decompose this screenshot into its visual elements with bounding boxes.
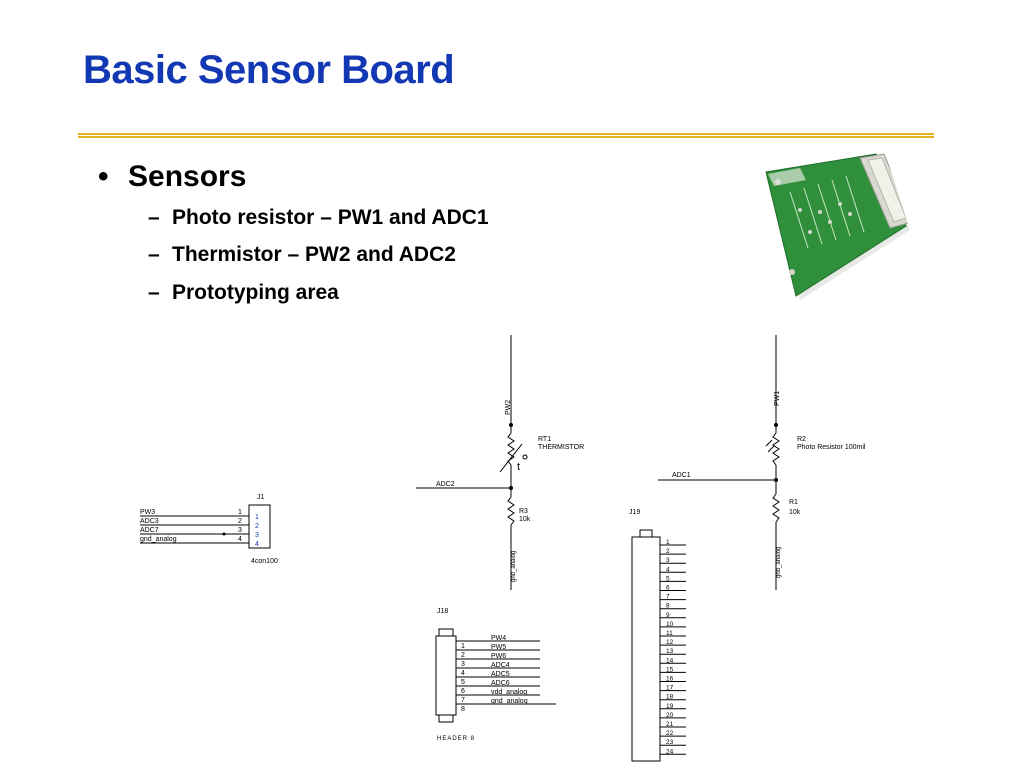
j1-net-3: ADC7 <box>140 527 159 534</box>
slide-title: Basic Sensor Board <box>83 48 455 92</box>
subbullet-text: Photo resistor – PW1 and ADC1 <box>172 206 489 229</box>
j19-pin-number: 23 <box>666 739 674 746</box>
j19-pin-number: 9 <box>666 612 670 619</box>
j19-pin-number: 22 <box>666 730 674 737</box>
bullet-marker: • <box>98 160 109 193</box>
j19-pin-number: 12 <box>666 639 674 646</box>
j19-pin-number: 16 <box>666 676 674 683</box>
j18-pin-number: 1 <box>461 643 465 650</box>
j19-ref: J19 <box>629 509 640 516</box>
j1-pin-3: 3 <box>238 527 242 534</box>
j18-value: HEADER 8 <box>437 736 475 742</box>
subbullet-thermistor: –Thermistor – PW2 and ADC2 <box>148 243 456 267</box>
j19-pin-number: 11 <box>666 630 673 637</box>
j19-pin-number: 4 <box>666 566 670 573</box>
j1-ref: J1 <box>257 494 265 501</box>
j18-net-label: ADC6 <box>491 680 510 687</box>
j1-net-1: PW3 <box>140 509 155 516</box>
thermistor-net-top: PW2 <box>505 400 512 415</box>
photo-value: Photo Resistor 100mil <box>797 444 866 451</box>
j18-net-label: PW4 <box>491 635 506 642</box>
subbullet-prototyping: –Prototyping area <box>148 281 339 305</box>
j19-pin-number: 7 <box>666 594 670 601</box>
j18-net-label: PW5 <box>491 644 506 651</box>
photo-ground-net: gnd_analog <box>776 547 782 578</box>
subbullet-dash: – <box>148 206 160 229</box>
j19-pin-number: 6 <box>666 585 670 592</box>
subbullet-text: Thermistor – PW2 and ADC2 <box>172 243 456 266</box>
thermistor-adc-net: ADC2 <box>436 481 455 488</box>
j1-inner-pin-3: 3 <box>255 532 259 539</box>
subbullet-dash: – <box>148 281 160 304</box>
j18-pin-number: 3 <box>461 661 465 668</box>
j19-pin-number: 3 <box>666 557 670 564</box>
j19-pin-number: 5 <box>666 575 670 582</box>
j19-pin-number: 21 <box>666 721 674 728</box>
j19-pin-number: 20 <box>666 712 674 719</box>
j1-pin-4: 4 <box>238 536 242 543</box>
j18-pin-number: 8 <box>461 706 465 713</box>
j19-pin-number: 8 <box>666 603 670 610</box>
photo-r-ref: R1 <box>789 499 798 506</box>
j18-net-label: PW6 <box>491 653 506 660</box>
j18-net-label: ADC5 <box>491 671 510 678</box>
title-divider <box>78 133 934 138</box>
j18-pin-number: 2 <box>461 652 465 659</box>
j18-pin-number: 5 <box>461 679 465 686</box>
j1-inner-pin-2: 2 <box>255 523 259 530</box>
j19-pin-number: 18 <box>666 694 674 701</box>
thermistor-value: THERMISTOR <box>538 444 584 451</box>
subbullet-text: Prototyping area <box>172 281 339 304</box>
j18-net-label: vdd_analog <box>491 689 527 696</box>
photo-r-value: 10k <box>789 509 801 516</box>
j1-net-2: ADC3 <box>140 518 159 525</box>
thermistor-symbol: t <box>517 461 520 473</box>
thermistor-r-ref: R3 <box>519 508 528 515</box>
j19-pin-number: 24 <box>666 748 674 755</box>
thermistor-ground-net: gnd_analog <box>511 551 517 582</box>
j18-net-label: ADC4 <box>491 662 510 669</box>
j18-pin-number: 7 <box>461 697 465 704</box>
j19-pin-number: 2 <box>666 548 670 555</box>
j1-inner-pin-4: 4 <box>255 541 259 548</box>
thermistor-ref: RT1 <box>538 436 551 443</box>
j19-pin-number: 10 <box>666 621 674 628</box>
subbullet-photo-resistor: –Photo resistor – PW1 and ADC1 <box>148 206 489 230</box>
j1-inner-pin-1: 1 <box>255 514 259 521</box>
j19-pin-number: 17 <box>666 685 674 692</box>
sensor-board-photo <box>760 152 938 304</box>
photo-net-top: PW1 <box>774 391 781 406</box>
j18-ref: J18 <box>437 608 448 615</box>
j1-value: 4con100 <box>251 558 278 565</box>
j1-net-4: gnd_analog <box>140 536 177 543</box>
subbullet-dash: – <box>148 243 160 266</box>
j1-pin-2: 2 <box>238 518 242 525</box>
bullet-sensors: Sensors <box>128 160 247 193</box>
j18-net-label: gnd_analog <box>491 698 528 705</box>
j19-pin-number: 19 <box>666 703 674 710</box>
j18-pin-number: 6 <box>461 688 465 695</box>
photo-ref: R2 <box>797 436 806 443</box>
j19-pin-number: 15 <box>666 666 674 673</box>
j19-pin-number: 13 <box>666 648 674 655</box>
j1-pin-1: 1 <box>238 509 242 516</box>
j18-pin-number: 4 <box>461 670 465 677</box>
j19-pin-number: 14 <box>666 657 674 664</box>
thermistor-r-value: 10k <box>519 516 531 523</box>
j19-pin-number: 1 <box>666 539 670 546</box>
photo-adc-net: ADC1 <box>672 472 691 479</box>
